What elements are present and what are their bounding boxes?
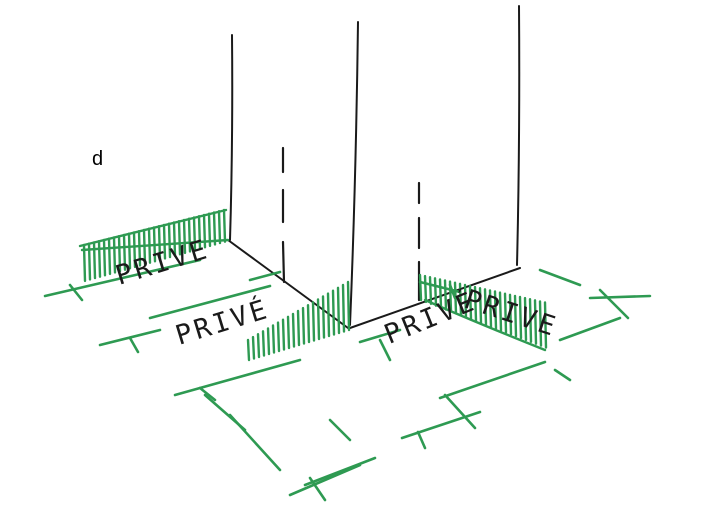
hatch-stroke (87, 242, 92, 281)
hatch-stroke (306, 304, 311, 344)
hatch-stroke (127, 232, 132, 270)
dashed-guides (281, 146, 421, 302)
hatch-stroke (207, 212, 212, 248)
hatch-stroke (137, 230, 142, 267)
hatch-stroke (538, 300, 543, 347)
hatch-stroke (202, 213, 207, 249)
hatch-stroke (296, 309, 301, 347)
hatch-stroke (291, 312, 296, 348)
hatch-stroke (463, 283, 468, 319)
hatch-stroke (192, 216, 197, 252)
hatch-stroke (187, 217, 192, 253)
hatch-stroke (286, 315, 291, 350)
building-outline (227, 5, 521, 329)
building-right-edge (516, 5, 521, 266)
hatch-stroke (261, 330, 266, 357)
hatch-stroke (132, 231, 137, 269)
green-boundaries (43, 258, 652, 502)
hatch-stroke (321, 295, 326, 339)
hatch-stroke (197, 215, 202, 250)
hatch-stroke (311, 301, 316, 342)
hatch-stroke (281, 318, 286, 351)
hatch-stroke (92, 241, 97, 280)
hatch-stroke (212, 211, 217, 246)
hatch-stroke (418, 273, 423, 302)
hatch-stroke (503, 292, 508, 334)
hatch-stroke (513, 294, 518, 338)
hatch-stroke (162, 223, 167, 260)
hatch-stroke (518, 295, 523, 340)
hatch-stroke (177, 220, 182, 256)
hatch-stroke (473, 285, 478, 323)
hatch-stroke (498, 291, 503, 332)
hatch-stroke (523, 296, 528, 342)
hatch-stroke (458, 282, 463, 317)
building-middle-edge (349, 21, 359, 326)
hatch-stroke (102, 238, 107, 277)
hatch-stroke (438, 278, 443, 309)
green-hatching (78, 208, 548, 362)
hatch-stroke (488, 289, 493, 328)
building-left-edge (229, 34, 234, 241)
hatch-stroke (271, 324, 276, 354)
hatch-stroke (331, 289, 336, 336)
hatch-stroke (142, 228, 147, 266)
hatch-stroke (107, 237, 112, 276)
hatch-stroke (528, 298, 533, 343)
hatch-stroke (508, 293, 513, 336)
hatch-stroke (493, 290, 498, 330)
hatch-stroke (341, 283, 346, 333)
hatch-stroke (423, 274, 428, 304)
hatch-stroke (182, 218, 187, 255)
hatch-stroke (222, 208, 227, 243)
hatch-stroke (316, 298, 321, 341)
hatch-stroke (301, 306, 306, 345)
hatch-stroke (533, 299, 538, 345)
figure-label: d (92, 148, 104, 170)
hatch-stroke (433, 277, 438, 307)
hatch-stroke (428, 276, 433, 305)
hatch-stroke (112, 236, 117, 274)
hatch-stroke (326, 292, 331, 338)
hatch-stroke (117, 235, 122, 273)
hatch-stroke (147, 227, 152, 264)
hatch-stroke (122, 233, 127, 271)
hatch-stroke (478, 287, 483, 324)
hatch-stroke (217, 210, 222, 245)
hatch-stroke (167, 222, 172, 259)
hatch-stroke (543, 301, 548, 349)
hatch-stroke (152, 226, 157, 263)
hatch-stroke (251, 335, 256, 360)
hatch-stroke (172, 221, 177, 257)
hatch-stroke (468, 284, 473, 321)
hatch-stroke (443, 279, 448, 311)
hatch-stroke (97, 240, 102, 278)
hatch-stroke (346, 280, 351, 332)
hatch-stroke (483, 288, 488, 326)
hatch-stroke (336, 286, 341, 335)
hatch-stroke (246, 338, 251, 362)
hatch-stroke (82, 243, 87, 283)
hatch-stroke (256, 333, 261, 359)
hatch-stroke (266, 327, 271, 356)
hatch-stroke (157, 225, 162, 262)
hatch-stroke (276, 321, 281, 353)
